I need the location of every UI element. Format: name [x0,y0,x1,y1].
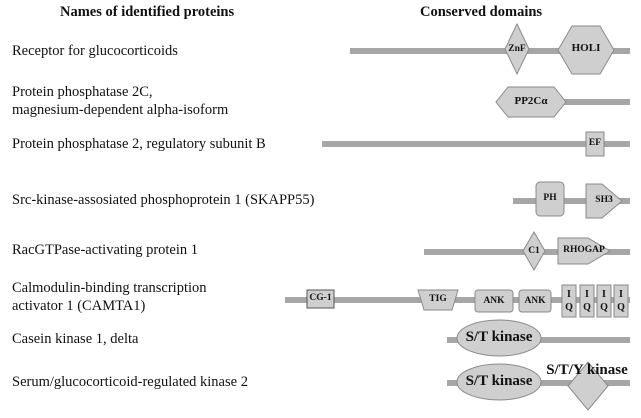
domain-label-cg1: CG-1 [309,293,332,303]
domain-label-st-kinase: S/T kinase [465,329,533,345]
protein-name-glucocorticoid-receptor: Receptor for glucocorticoids [12,43,178,59]
protein-backbone [285,297,630,303]
domain-label-tig: TIG [429,294,447,304]
domain-label-ank-2: ANK [524,296,546,306]
protein-name-pp2c-line1: Protein phosphatase 2C, [12,84,153,100]
domain-st-kinase-ellipse [456,319,542,357]
domain-label-sh3: SH3 [595,195,613,205]
header-domains: Conserved domains [420,4,543,20]
protein-name-ck1-delta: Casein kinase 1, delta [12,331,139,347]
domain-cg1-box [306,289,335,309]
domain-iq-box-2 [579,284,595,318]
domain-ef-box [585,131,605,157]
domain-tig-trapezoid [417,289,459,311]
domain-iq-box-1 [561,284,577,318]
domain-ank-box-1 [474,289,514,313]
domain-label-ef: EF [588,138,602,148]
domain-label-st-kinase: S/T kinase [465,373,533,389]
domain-sh3-arrow [585,183,623,219]
domain-holi-hexagon [557,25,615,75]
protein-backbone [513,198,630,204]
domain-ank-box-2 [518,289,552,313]
protein-name-racgap1: RacGTPase-activating protein 1 [12,242,199,258]
protein-name-pp2c-line2: magnesium-dependent alpha-isoform [12,102,229,118]
header-names: Names of identified proteins [60,4,235,20]
domain-ph-box [535,181,565,217]
protein-name-pp2-subunit-b: Protein phosphatase 2, regulatory subuni… [12,136,266,152]
protein-backbone [322,141,630,147]
domain-label-ph: PH [543,193,557,203]
domain-label-pp2c: PP2Cα [514,95,548,107]
protein-name-sgk2: Serum/glucocorticoid-regulated kinase 2 [12,374,248,390]
domain-label-c1: C1 [528,246,540,256]
protein-name-skap55: Src-kinase-assosiated phosphoprotein 1 (… [12,192,315,208]
protein-name-camta1-line1: Calmodulin-binding transcription [12,280,207,296]
domain-sty-kinase-diamond [567,361,609,411]
domain-st-kinase-ellipse [456,363,542,401]
domain-pp2c-octagon [495,86,567,118]
domain-label-holi: HOLI [571,42,601,54]
domain-label-sty-kinase: S/T/Y kinase [546,362,628,378]
domain-label-ank-1: ANK [483,296,505,306]
domain-c1-diamond [522,231,546,271]
domain-iq-box-3 [596,284,612,318]
domain-iq-box-4 [613,284,629,318]
protein-backbone [350,48,630,54]
domain-label-znf: ZnF [508,44,526,54]
domain-rhogap-arrow [557,237,611,265]
protein-name-camta1-line2: activator 1 (CAMTA1) [12,298,146,314]
domain-label-rhogap: RHOGAP [563,245,605,255]
domain-znf-diamond [504,22,530,76]
